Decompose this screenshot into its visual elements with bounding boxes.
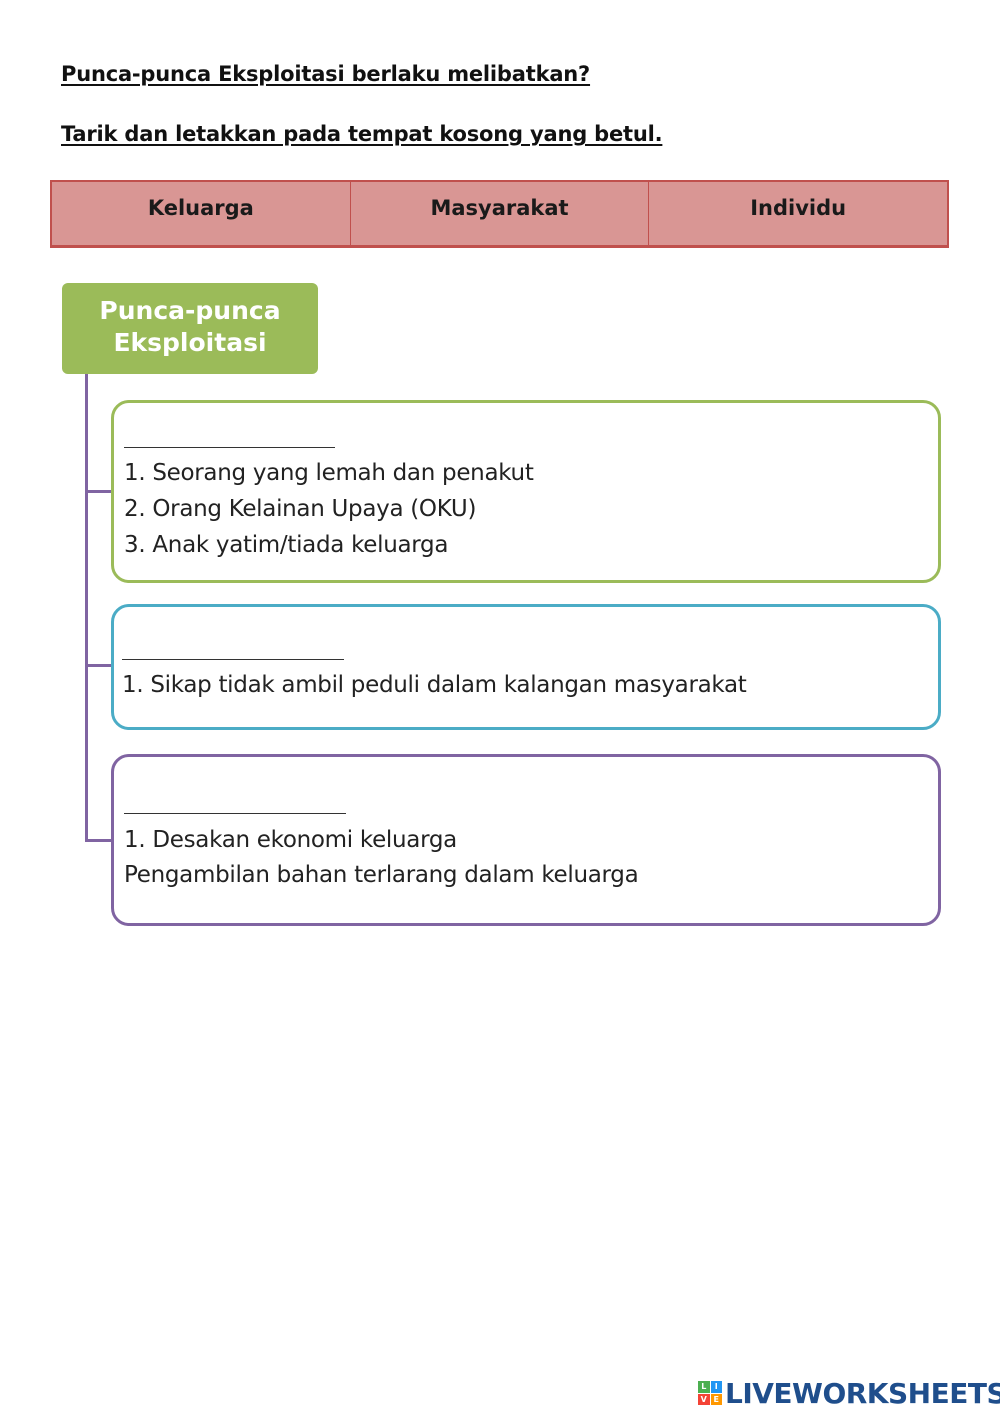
drop-blank-3[interactable]	[124, 813, 346, 814]
branch-box-1: 1. Seorang yang lemah dan penakut 2. Ora…	[111, 400, 941, 583]
answer-bank: Keluarga Masyarakat Individu	[50, 180, 949, 248]
logo-letter-e: E	[710, 1393, 722, 1405]
branch-box-3: 1. Desakan ekonomi keluarga Pengambilan …	[111, 754, 941, 926]
branch-box-2: 1. Sikap tidak ambil peduli dalam kalang…	[111, 604, 941, 730]
brand-name: LIVEWORKSHEETS	[725, 1376, 1000, 1410]
answer-option-masyarakat[interactable]: Masyarakat	[351, 182, 650, 246]
logo-letter-l: L	[698, 1381, 710, 1393]
branch-3-item-2: Pengambilan bahan terlarang dalam keluar…	[124, 862, 639, 888]
logo-letter-v: V	[698, 1393, 710, 1405]
branch-1-item-3: 3. Anak yatim/tiada keluarga	[124, 532, 449, 558]
drop-blank-2[interactable]	[122, 659, 344, 660]
connector-trunk	[85, 374, 88, 842]
branch-1-item-2: 2. Orang Kelainan Upaya (OKU)	[124, 496, 477, 522]
root-node: Punca-punca Eksploitasi	[62, 283, 318, 374]
branch-1-item-1: 1. Seorang yang lemah dan penakut	[124, 460, 534, 486]
branch-3-item-1: 1. Desakan ekonomi keluarga	[124, 827, 457, 853]
answer-option-keluarga[interactable]: Keluarga	[52, 182, 351, 246]
question-title: Punca-punca Eksploitasi berlaku melibatk…	[61, 62, 591, 86]
answer-option-individu[interactable]: Individu	[750, 196, 847, 220]
connector-branch-3	[85, 839, 112, 842]
drop-blank-1[interactable]	[124, 447, 335, 448]
connector-branch-1	[85, 490, 112, 493]
branch-2-item-1: 1. Sikap tidak ambil peduli dalam kalang…	[122, 672, 747, 698]
root-label-line2: Eksploitasi	[113, 328, 267, 357]
instruction-text: Tarik dan letakkan pada tempat kosong ya…	[61, 122, 663, 146]
liveworksheets-logo-icon: L I V E	[698, 1381, 722, 1405]
connector-branch-2	[85, 664, 112, 667]
liveworksheets-brand: L I V E LIVEWORKSHEETS	[698, 1376, 1000, 1410]
root-label-line1: Punca-punca	[99, 296, 281, 325]
logo-letter-i: I	[710, 1381, 722, 1393]
